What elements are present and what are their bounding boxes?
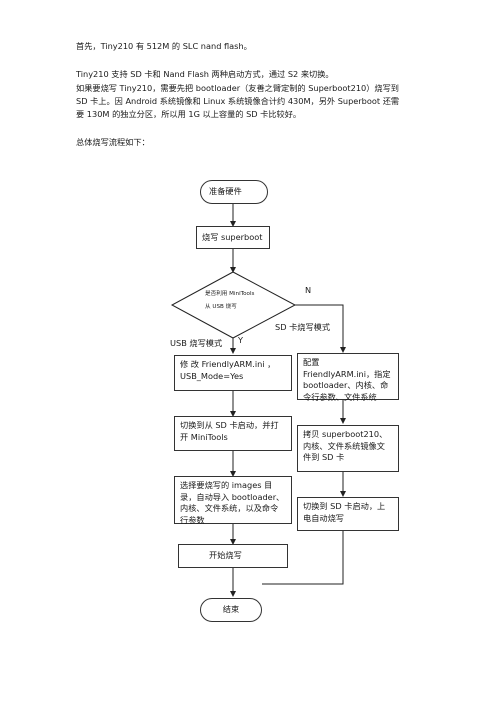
flow-heading: 总体烧写流程如下： [76,137,150,147]
sd-step-config-ini: 配置 FriendlyARM.ini，指定 bootloader、内核、命令行参… [297,353,399,402]
intro-line-2: Tiny210 支持 SD 卡和 Nand Flash 两种启动方式，通过 S2… [76,69,334,79]
label-yes: Y [238,335,244,345]
label-usb-mode: USB 烧写模式 [170,338,223,348]
usb-step-start: 开始烧写 [178,544,288,568]
intro-line-3: 如果要烧写 Tiny210，需要先把 bootloader（友善之臂定制的 Su… [76,83,400,119]
start-node: 准备硬件 [200,180,268,204]
label-no: N [305,285,312,295]
intro-line-1: 首先，Tiny210 有 512M 的 SLC nand flash。 [76,41,252,51]
usb-step-open-minitools: 切换到从 SD 卡启动，并打开 MiniTools [174,416,292,451]
label-sd-mode: SD 卡烧写模式 [275,322,331,332]
usb-step-edit-ini: 修 改 FriendlyARM.ini ，USB_Mode=Yes [174,355,292,391]
sd-step-copy-images: 拷贝 superboot210、内核、文件系统镜像文件到 SD 卡 [297,425,399,472]
decision-text-1: 是否利用 MiniTools [205,291,255,297]
usb-step-select-images: 选择要烧写的 images 目录，自动导入 bootloader、内核、文件系统… [174,476,292,525]
decision-diamond [170,271,297,339]
decision-text-2: 从 USB 烧写 [205,304,237,310]
sd-step-boot-flash: 切换到 SD 卡启动，上电自动烧写 [297,497,399,531]
step-flash-superboot: 烧写 superboot [196,226,270,249]
end-node: 结束 [200,598,262,622]
